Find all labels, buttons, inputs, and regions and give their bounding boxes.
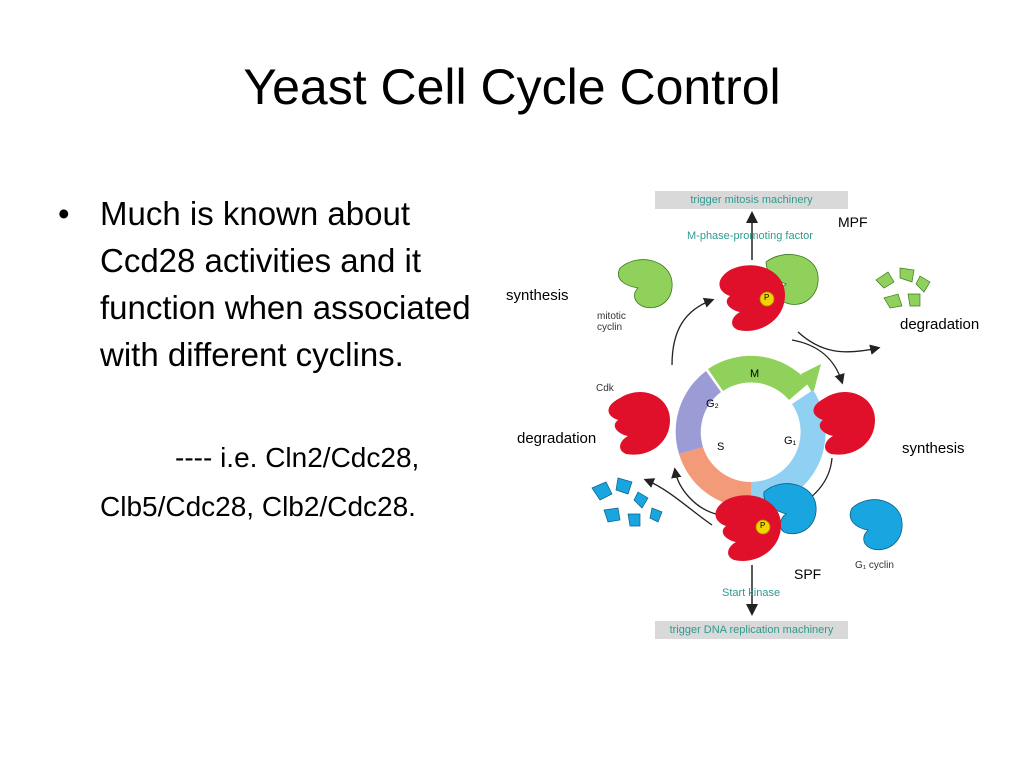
spf-phosphate-label: P	[760, 521, 766, 530]
cdk-label: Cdk	[596, 383, 614, 394]
degraded-mitotic-cyclin	[875, 267, 931, 309]
arrow-mpf-to-degradation	[797, 331, 881, 355]
g1-cyclin-label: G₁ cyclin	[855, 560, 894, 571]
start-kinase-label: Start kinase	[722, 587, 781, 599]
arrow-spf-to-degradation	[643, 478, 713, 526]
phase-s-segment	[679, 447, 751, 508]
cdk-left-shape	[608, 392, 670, 455]
phase-g1-label: G₁	[784, 435, 797, 447]
arrow-spf-to-left	[671, 467, 721, 516]
degraded-g1-cyclin	[591, 477, 663, 527]
phase-s-label: S	[717, 441, 725, 453]
phase-ring	[675, 355, 826, 508]
spf-label: SPF	[794, 566, 822, 582]
phase-m-arrowhead	[801, 364, 821, 394]
bullet-text: Much is known about Ccd28 activities and…	[100, 195, 471, 373]
arrow-cdk-to-mpf	[671, 297, 715, 366]
cell-cycle-diagram: trigger mitosis machinery M-phase-promot…	[480, 170, 1020, 650]
phase-g2-label: G₂	[706, 398, 719, 410]
mitotic-cyclin-shape	[618, 259, 673, 308]
mitotic-cyclin-label-2: cyclin	[597, 322, 623, 333]
diagram-graphics	[591, 211, 931, 616]
g1-cyclin-shape	[849, 499, 903, 550]
cdk-right-shape	[813, 392, 875, 455]
top-banner: trigger mitosis machinery	[655, 191, 848, 209]
bottom-banner: trigger DNA replication machinery	[655, 621, 848, 639]
spf-complex	[715, 483, 817, 561]
example-line-1: ---- i.e. Cln2/Cdc28,	[175, 442, 420, 473]
synthesis-top-label: synthesis	[506, 287, 569, 304]
slide-title: Yeast Cell Cycle Control	[243, 59, 781, 115]
mpf-phosphate	[759, 291, 775, 307]
mpf-complex	[719, 254, 819, 331]
spf-phosphate	[755, 519, 771, 535]
bullet-marker: •	[58, 195, 70, 232]
phase-g2-segment	[675, 371, 721, 454]
bullet-point: • Much is known about Ccd28 activities a…	[58, 190, 498, 378]
phase-g1-segment	[751, 390, 826, 508]
mpf-phosphate-label: P	[764, 293, 770, 302]
degradation-left-label: degradation	[517, 430, 597, 447]
phase-m-label: M	[750, 368, 760, 380]
top-factor-label: M-phase-promoting factor	[687, 230, 813, 242]
degradation-top-label: degradation	[900, 316, 980, 333]
phase-m-segment	[708, 355, 809, 400]
mitotic-cyclin-label-1: mitotic	[597, 311, 626, 322]
example-line-2: Clb5/Cdc28, Clb2/Cdc28.	[100, 491, 416, 522]
mpf-label: MPF	[838, 214, 868, 230]
arrow-mpf-to-right	[791, 339, 845, 385]
synthesis-right-label: synthesis	[902, 440, 965, 457]
